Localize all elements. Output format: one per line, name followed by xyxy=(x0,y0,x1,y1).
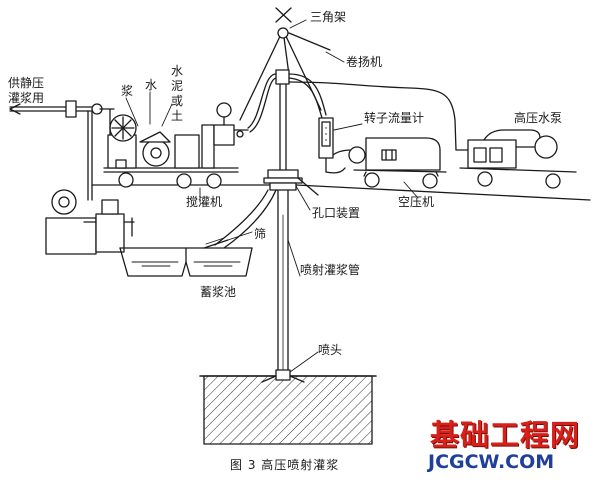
tripod xyxy=(239,7,331,121)
label-jet-grout-pipe: 喷射灌浆管 xyxy=(300,263,361,277)
label-hole-device: 孔口装置 xyxy=(312,206,361,220)
label-cement-or-soil: 水泥或土 xyxy=(170,64,183,123)
supply-line xyxy=(9,100,115,201)
high-pressure-pump xyxy=(455,129,577,189)
leader-lines xyxy=(125,19,419,373)
mixer-cart xyxy=(103,102,249,189)
jet-grout-pipe xyxy=(275,69,290,373)
label-static-grout-supply: 供静压灌浆用 xyxy=(8,76,45,105)
label-slurry-tank: 蓄浆池 xyxy=(200,285,237,299)
rotor-flowmeter xyxy=(318,117,334,159)
label-nozzle: 喷头 xyxy=(318,343,343,357)
label-water: 水 xyxy=(144,78,157,92)
label-tripod: 三角架 xyxy=(310,10,347,24)
label-air-compressor: 空压机 xyxy=(398,195,435,209)
air-compressor xyxy=(348,137,447,189)
label-mixer: 搅灌机 xyxy=(186,195,223,209)
ground-block xyxy=(199,369,377,445)
hoses xyxy=(247,73,457,174)
lower-pump xyxy=(45,189,135,255)
watermark-en: JCGCW.COM xyxy=(428,451,555,473)
watermark-cn: 基础工程网 xyxy=(430,418,581,452)
figure-caption: 图 3 高压喷射灌浆 xyxy=(230,458,340,472)
ground-line xyxy=(91,184,591,201)
label-winch: 卷扬机 xyxy=(346,55,383,69)
slurry-tank xyxy=(119,237,253,277)
label-rotor-flowmeter: 转子流量计 xyxy=(364,111,425,125)
label-screen: 筛 xyxy=(254,227,267,241)
hole-device xyxy=(214,169,319,249)
label-high-pressure-pump: 高压水泵 xyxy=(514,111,563,125)
label-slurry: 浆 xyxy=(120,84,133,98)
